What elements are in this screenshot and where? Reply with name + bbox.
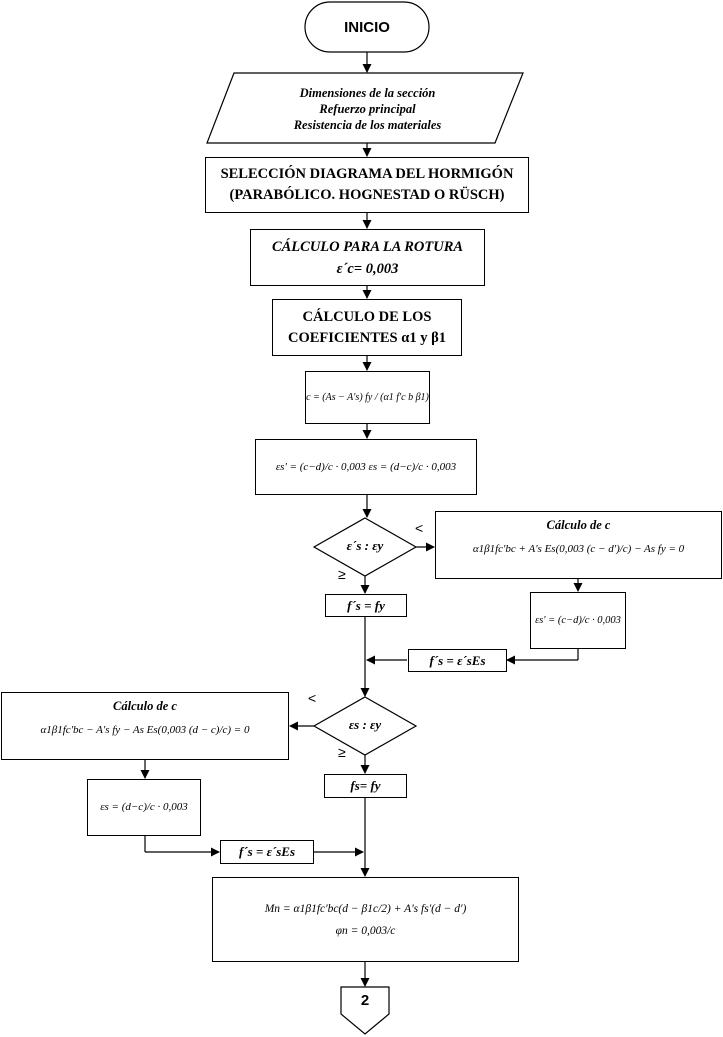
assign-fs-prime-es-1-label: f´s = ε´sEs xyxy=(429,652,486,668)
decision1-text: ε´s : εy xyxy=(346,538,384,553)
decision2-text: εs : εy xyxy=(348,717,382,732)
decision2-less-label: < xyxy=(308,690,317,706)
calc-c-1-process: Cálculo de c α1β1fc'bc + A's Es(0,003 (c… xyxy=(435,511,722,579)
start-terminator: INICIO xyxy=(310,8,424,46)
coefficients-line1: CÁLCULO DE LOS xyxy=(302,308,432,325)
es-process: εs = (d−c)/c · 0,003 xyxy=(87,779,201,836)
assign-fs-prime-fy-label: f´s = fy xyxy=(347,597,385,613)
input-item-reinforcement: Refuerzo principal xyxy=(319,102,416,116)
input-item-materials: Resistencia de los materiales xyxy=(293,118,442,132)
phi-equation: φn = 0,003/c xyxy=(335,924,396,937)
coefficients-line2: COEFICIENTES α1 y β1 xyxy=(288,329,446,346)
calc-c-2-title: Cálculo de c xyxy=(113,699,177,713)
input-parallelogram-shape xyxy=(206,72,524,144)
es-prime-process: εs' = (c−d)/c · 0,003 xyxy=(530,592,626,649)
result-process: Mn = α1β1fc'bc(d − β1c/2) + A's fs'(d − … xyxy=(212,877,519,962)
strains-process: εs' = (c−d)/c · 0,003 εs = (d−c)/c · 0,0… xyxy=(255,439,477,495)
select-diagram-line1: SELECCIÓN DIAGRAMA DEL HORMIGÓN xyxy=(220,166,514,182)
select-diagram-process: SELECCIÓN DIAGRAMA DEL HORMIGÓN (PARABÓL… xyxy=(205,157,529,213)
coefficients-process: CÁLCULO DE LOS COEFICIENTES α1 y β1 xyxy=(272,299,462,356)
connector-label: 2 xyxy=(360,992,370,1009)
assign-fs-prime-fy-process: f´s = fy xyxy=(325,594,407,617)
assign-fs-fy-label: fs= fy xyxy=(350,778,381,793)
c-equation: c = (As − A's) fy / (α1 f'c b β1) xyxy=(306,392,429,403)
rupture-line2: ε´c= 0,003 xyxy=(336,260,399,277)
es-prime-equation: εs' = (c−d)/c · 0,003 xyxy=(535,614,621,626)
decision2-geq-label: ≥ xyxy=(338,744,346,760)
input-data-block: Dimensiones de la sección Refuerzo princ… xyxy=(240,78,495,140)
calc-c-2-equation: α1β1fc'bc − A's fy − As Es(0,003 (d − c)… xyxy=(40,724,250,736)
rupture-calc-process: CÁLCULO PARA LA ROTURA ε´c= 0,003 xyxy=(250,229,485,286)
assign-fs-prime-es-2-process: f´s = ε´sEs xyxy=(220,840,314,864)
assign-fs-prime-es-1-process: f´s = ε´sEs xyxy=(408,649,507,672)
input-item-dimensions: Dimensiones de la sección xyxy=(299,86,436,100)
decision1-geq-label: ≥ xyxy=(338,566,346,582)
calc-c-2-process: Cálculo de c α1β1fc'bc − A's fy − As Es(… xyxy=(1,692,289,760)
strains-equation: εs' = (c−d)/c · 0,003 εs = (d−c)/c · 0,0… xyxy=(275,460,457,473)
select-diagram-line2: (PARABÓLICO. HOGNESTAD O RÜSCH) xyxy=(229,187,505,203)
mn-equation: Mn = α1β1fc'bc(d − β1c/2) + A's fs'(d − … xyxy=(264,902,467,915)
assign-fs-fy-process: fs= fy xyxy=(324,774,407,798)
offpage-connector: 2 xyxy=(341,992,389,1010)
c-equation-process: c = (As − A's) fy / (α1 f'c b β1) xyxy=(305,371,430,424)
decision1-less-label: < xyxy=(415,520,424,536)
es-equation: εs = (d−c)/c · 0,003 xyxy=(100,801,188,813)
assign-fs-prime-es-2-label: f´s = ε´sEs xyxy=(238,844,296,859)
calc-c-1-equation: α1β1fc'bc + A's Es(0,003 (c − d')/c) − A… xyxy=(472,543,685,555)
calc-c-1-title: Cálculo de c xyxy=(546,518,611,532)
rupture-line1: CÁLCULO PARA LA ROTURA xyxy=(271,238,464,255)
offpage-connector-shape xyxy=(340,986,390,1035)
start-label: INICIO xyxy=(344,18,390,36)
